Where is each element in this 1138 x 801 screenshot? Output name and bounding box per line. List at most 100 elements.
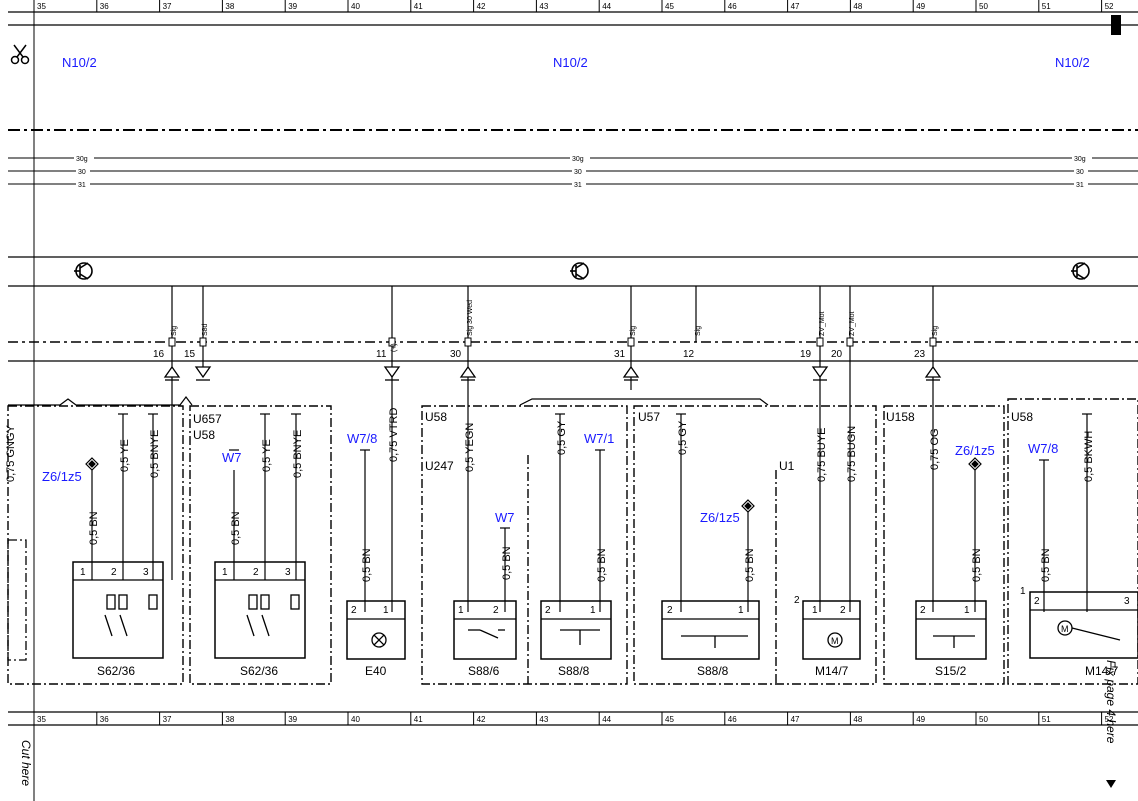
group-label: U58 (1011, 410, 1033, 424)
ground-label: W7/8 (347, 431, 377, 446)
grid-number: 43 (539, 2, 548, 11)
grid-number: 48 (853, 2, 862, 11)
wire-label: 0,75 OG (929, 428, 941, 470)
ground-label: Z6/1z5 (955, 443, 995, 458)
module-label: N10/2 (62, 55, 97, 70)
motor-symbol: M (1061, 624, 1069, 634)
bus-label: 30g (572, 156, 584, 163)
ground-label: W7/1 (584, 431, 614, 446)
component-label: S62/36 (240, 664, 278, 678)
ground-label: Z6/1z5 (700, 510, 740, 525)
component-pin: 2 (920, 605, 926, 616)
wire-label: 0,75 BUGN (846, 426, 858, 482)
signal-label: S8d (202, 323, 209, 336)
wire-label: 0,5 BNYE (149, 430, 161, 478)
wire-label: 0,5 BN (88, 511, 100, 545)
component-pin: 2 (493, 605, 499, 616)
pin-number: 12 (683, 349, 695, 360)
wire-label: 0,75 BUYE (816, 428, 828, 482)
wire-label: 0,5 BN (596, 548, 608, 582)
grid-number: 41 (414, 2, 423, 11)
group-label: U58 (425, 410, 447, 424)
group-label: U158 (886, 410, 915, 424)
component-pin: 2 (253, 567, 259, 578)
arrow-down-icon (1106, 780, 1116, 788)
wire-label: 0,75 VTRD (388, 408, 400, 462)
module-label: N10/2 (1055, 55, 1090, 70)
grid-number: 48 (853, 715, 862, 724)
motor-symbol: M (831, 636, 839, 646)
wire-label: 0,5 YE (119, 439, 131, 472)
bus-label: 30g (76, 156, 88, 163)
grid-number: 35 (37, 715, 46, 724)
bus-label: 31 (78, 182, 86, 189)
grid-number: 36 (100, 715, 109, 724)
cut-here-label: Cut here (19, 740, 33, 786)
component-pin: 1 (964, 605, 970, 616)
page-corner-icon (1111, 15, 1121, 35)
grid-number: 40 (351, 715, 360, 724)
bus-label: 30g (1074, 156, 1086, 163)
component-pin: 2 (545, 605, 551, 616)
transistor-icon (74, 262, 93, 280)
fix-page-label: Fix page 4 here (1104, 660, 1118, 744)
grid-number: 39 (288, 715, 297, 724)
wire-label: 0,5 BN (744, 548, 756, 582)
component-label: S88/8 (697, 664, 729, 678)
grid-number: 49 (916, 715, 925, 724)
component-pin: 2 (1034, 596, 1040, 607)
grid-number: 52 (1105, 715, 1114, 724)
component-pin: 1 (458, 605, 464, 616)
group-label: U1 (779, 459, 795, 473)
grid-number: 49 (916, 2, 925, 11)
component-pin: 3 (1124, 596, 1130, 607)
grid-number: 36 (100, 2, 109, 11)
component-pin: 1 (738, 605, 744, 616)
grid-number: 38 (225, 2, 234, 11)
wire-label: 0,5 BN (971, 548, 983, 582)
module-label: N10/2 (553, 55, 588, 70)
component-label: M14/7 (1085, 664, 1119, 678)
component-pin: 3 (143, 567, 149, 578)
signal-label: (+) (391, 343, 398, 352)
grid-number: 35 (37, 2, 46, 11)
signal-label: Sig (695, 326, 702, 336)
grid-number: 45 (665, 2, 674, 11)
pin-number: 23 (914, 349, 926, 360)
signal-label: Sig (630, 326, 637, 336)
wire-label: 0,5 BN (230, 511, 242, 545)
component-pin: 1 (383, 605, 389, 616)
transistor-icon (1071, 262, 1090, 280)
pin-number: 31 (614, 349, 626, 360)
signal-label: ZV_Mot (849, 311, 856, 336)
grid-number: 47 (791, 2, 800, 11)
wire-label: 0,5 BN (501, 546, 513, 580)
wire-label: 0,5 GY (556, 420, 568, 455)
grid-number: 38 (225, 715, 234, 724)
grid-number: 42 (477, 715, 486, 724)
grid-number: 44 (602, 715, 611, 724)
bus-label: 30 (78, 169, 86, 176)
bus-label: 31 (574, 182, 582, 189)
grid-number: 50 (979, 715, 988, 724)
grid-number: 51 (1042, 2, 1051, 11)
wire-label: 0,5 YEGN (464, 423, 476, 472)
component-label: S88/6 (468, 664, 500, 678)
grid-number: 39 (288, 2, 297, 11)
pin-number: 16 (153, 349, 165, 360)
grid-number: 52 (1105, 2, 1114, 11)
signal-label: Sig (171, 326, 178, 336)
component-pin: 2 (794, 595, 800, 606)
wire-label: 0,5 YE (261, 439, 273, 472)
pin-number: 11 (376, 349, 387, 360)
component-pin: 2 (111, 567, 117, 578)
wire-label: 0,5 BN (1040, 548, 1052, 582)
component-label: S88/8 (558, 664, 590, 678)
component-pin: 1 (80, 567, 86, 578)
grid-number: 51 (1042, 715, 1051, 724)
grid-number: 40 (351, 2, 360, 11)
transistor-icon (570, 262, 589, 280)
group-label: U247 (425, 459, 454, 473)
grid-number: 50 (979, 2, 988, 11)
